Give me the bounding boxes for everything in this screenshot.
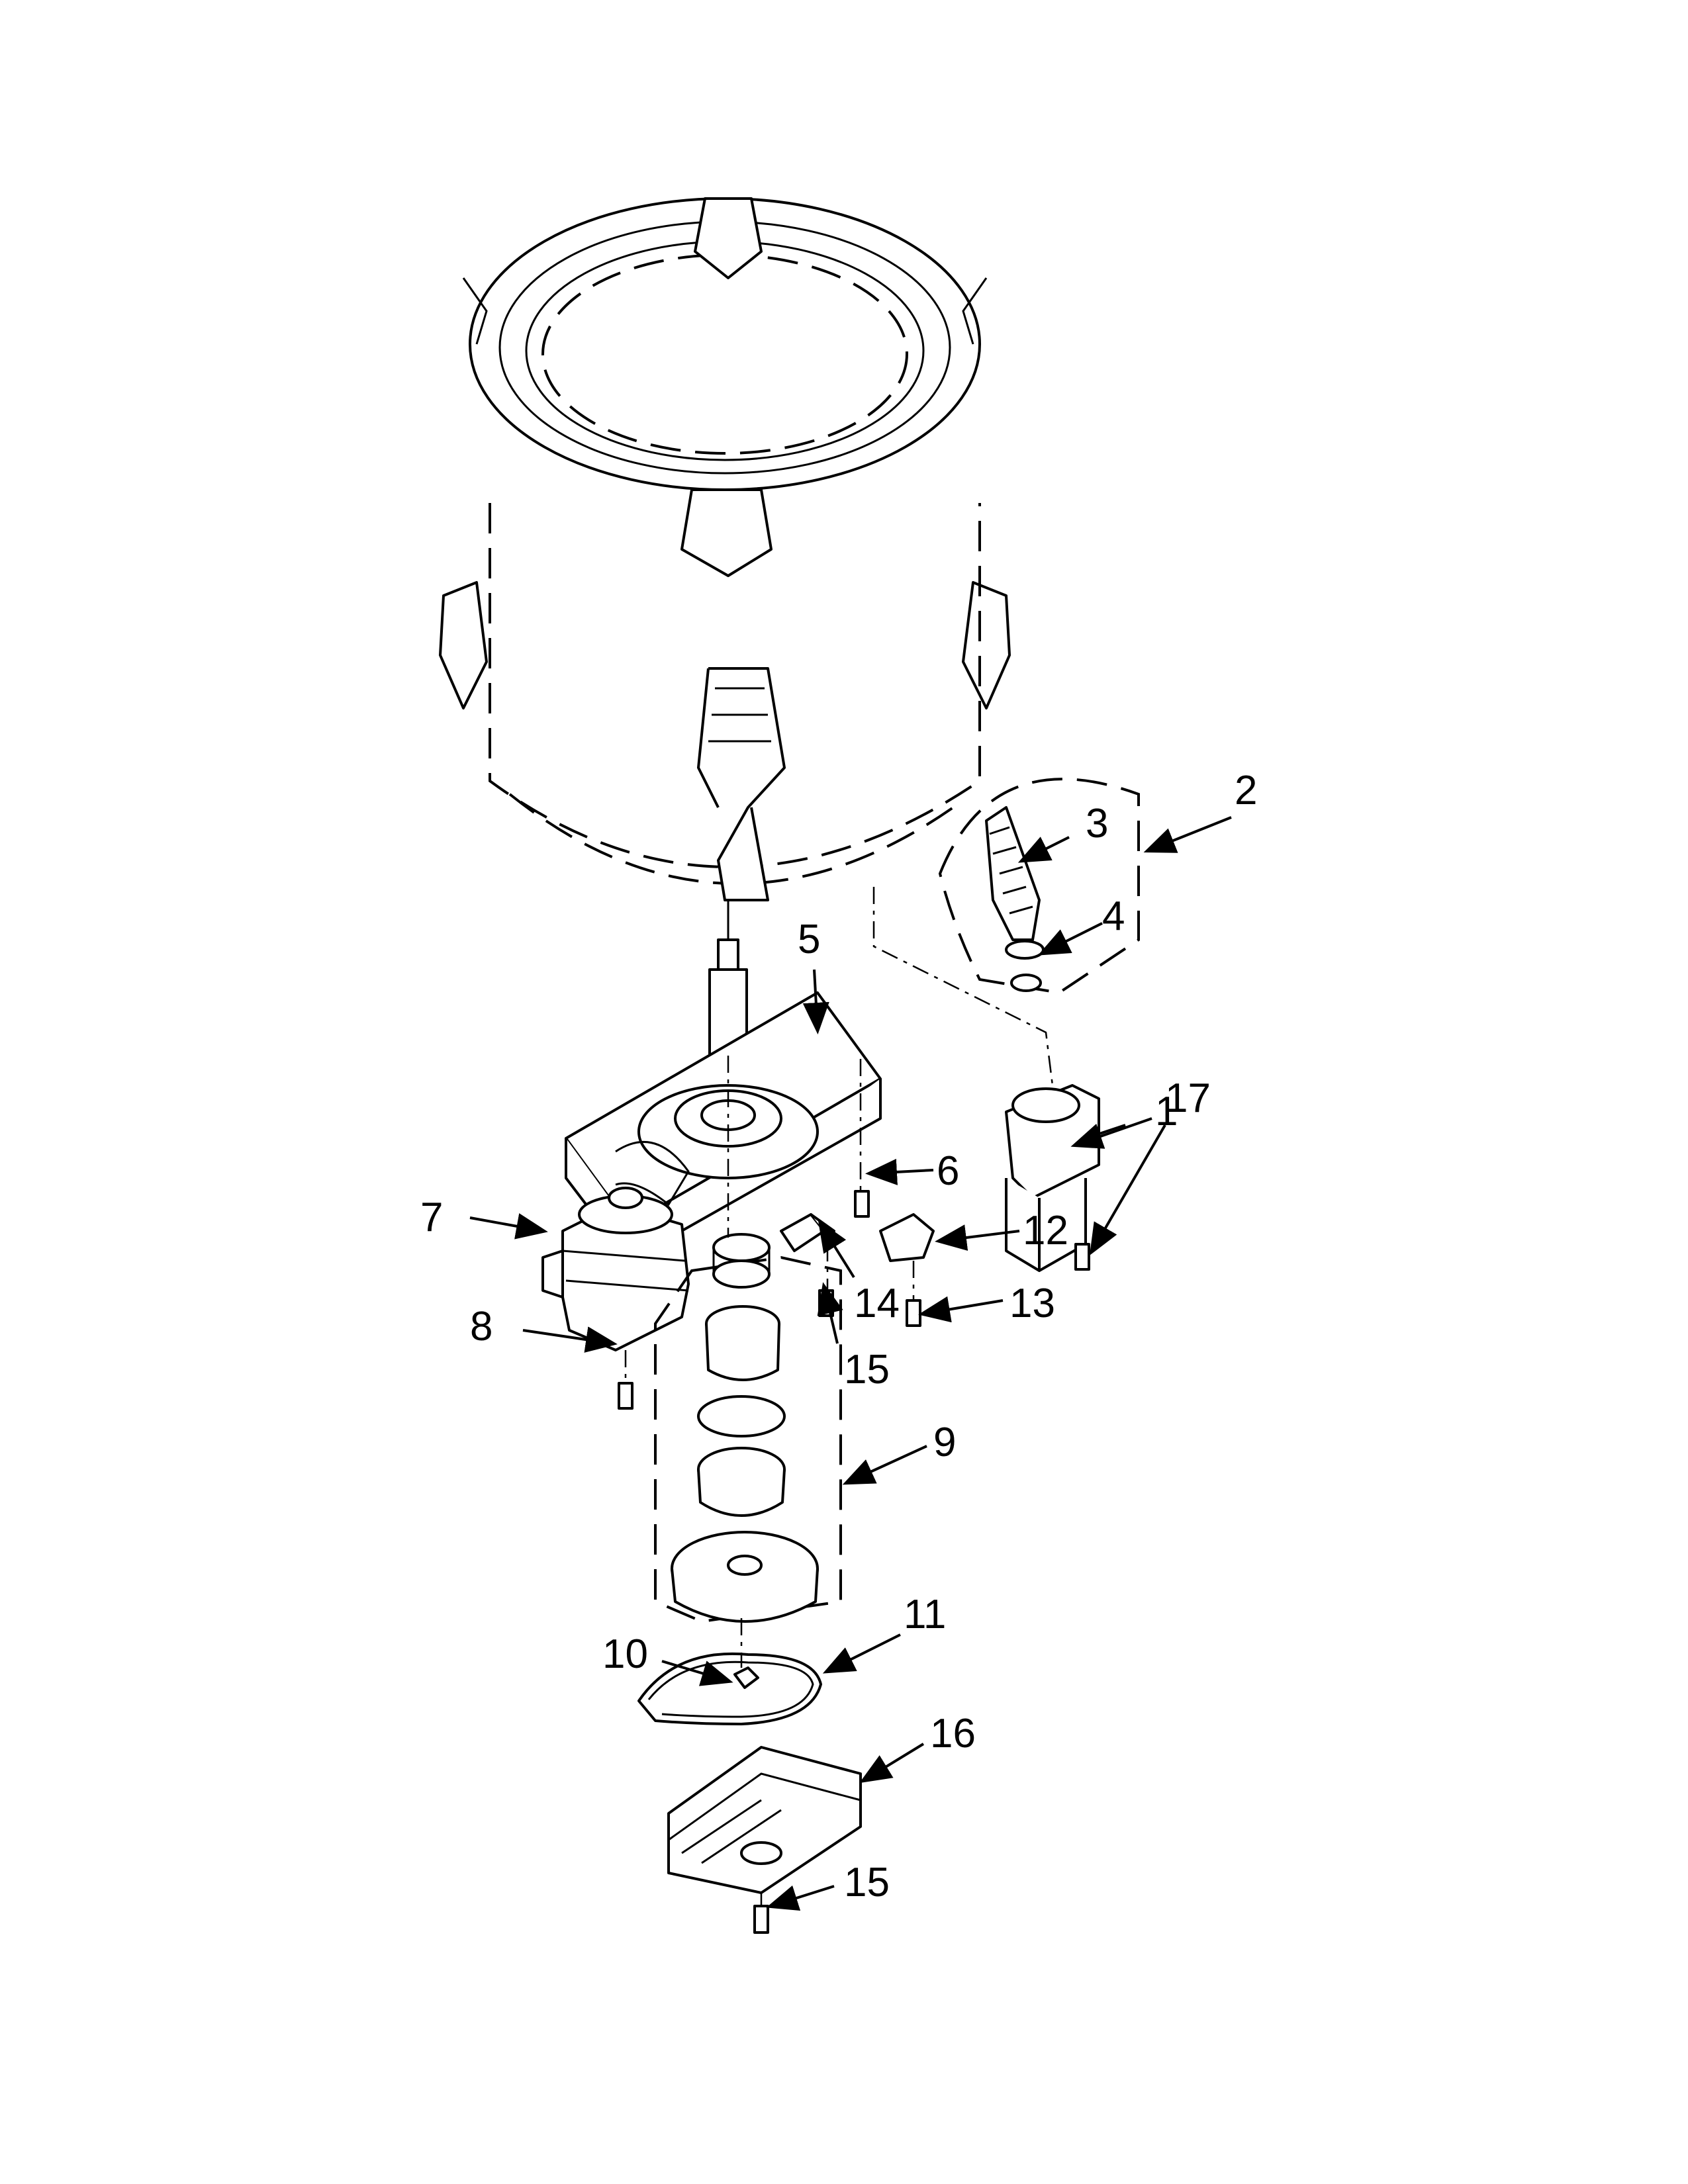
callout-3: 3	[1086, 801, 1108, 846]
callout-8: 8	[470, 1304, 492, 1349]
callout-9: 9	[933, 1420, 956, 1465]
callout-5: 5	[798, 917, 820, 962]
clutch-assembly	[654, 1233, 842, 1623]
lid-switch	[879, 1213, 935, 1262]
callout-13: 13	[1009, 1281, 1055, 1326]
motor-shield	[667, 1746, 862, 1894]
callout-15-bottom: 15	[844, 1860, 890, 1905]
outer-tub	[439, 197, 1011, 901]
callout-14: 14	[854, 1281, 900, 1326]
drive-belt	[637, 1652, 822, 1725]
callout-15-top: 15	[844, 1347, 890, 1392]
callout-12: 12	[1023, 1208, 1068, 1253]
callout-16: 16	[930, 1711, 976, 1756]
shaft-axis-line	[624, 1056, 915, 1906]
callout-6: 6	[937, 1148, 959, 1194]
callout-7: 7	[420, 1195, 443, 1240]
fasteners	[618, 1190, 1090, 1934]
drain-pump	[1005, 1084, 1100, 1272]
callout-2: 2	[1235, 768, 1257, 813]
callout-10: 10	[602, 1631, 648, 1677]
callout-4: 4	[1102, 893, 1125, 939]
drive-motor	[541, 1187, 690, 1351]
callout-17: 17	[1165, 1075, 1211, 1121]
callout-11: 11	[904, 1592, 946, 1637]
leader-lines	[469, 816, 1232, 1911]
callout-labels: 1 2 3 4 5 6 7 8 9 10 11 12 13 14 15 15 1…	[420, 768, 1257, 1905]
callout-1: 1	[1155, 1089, 1178, 1134]
